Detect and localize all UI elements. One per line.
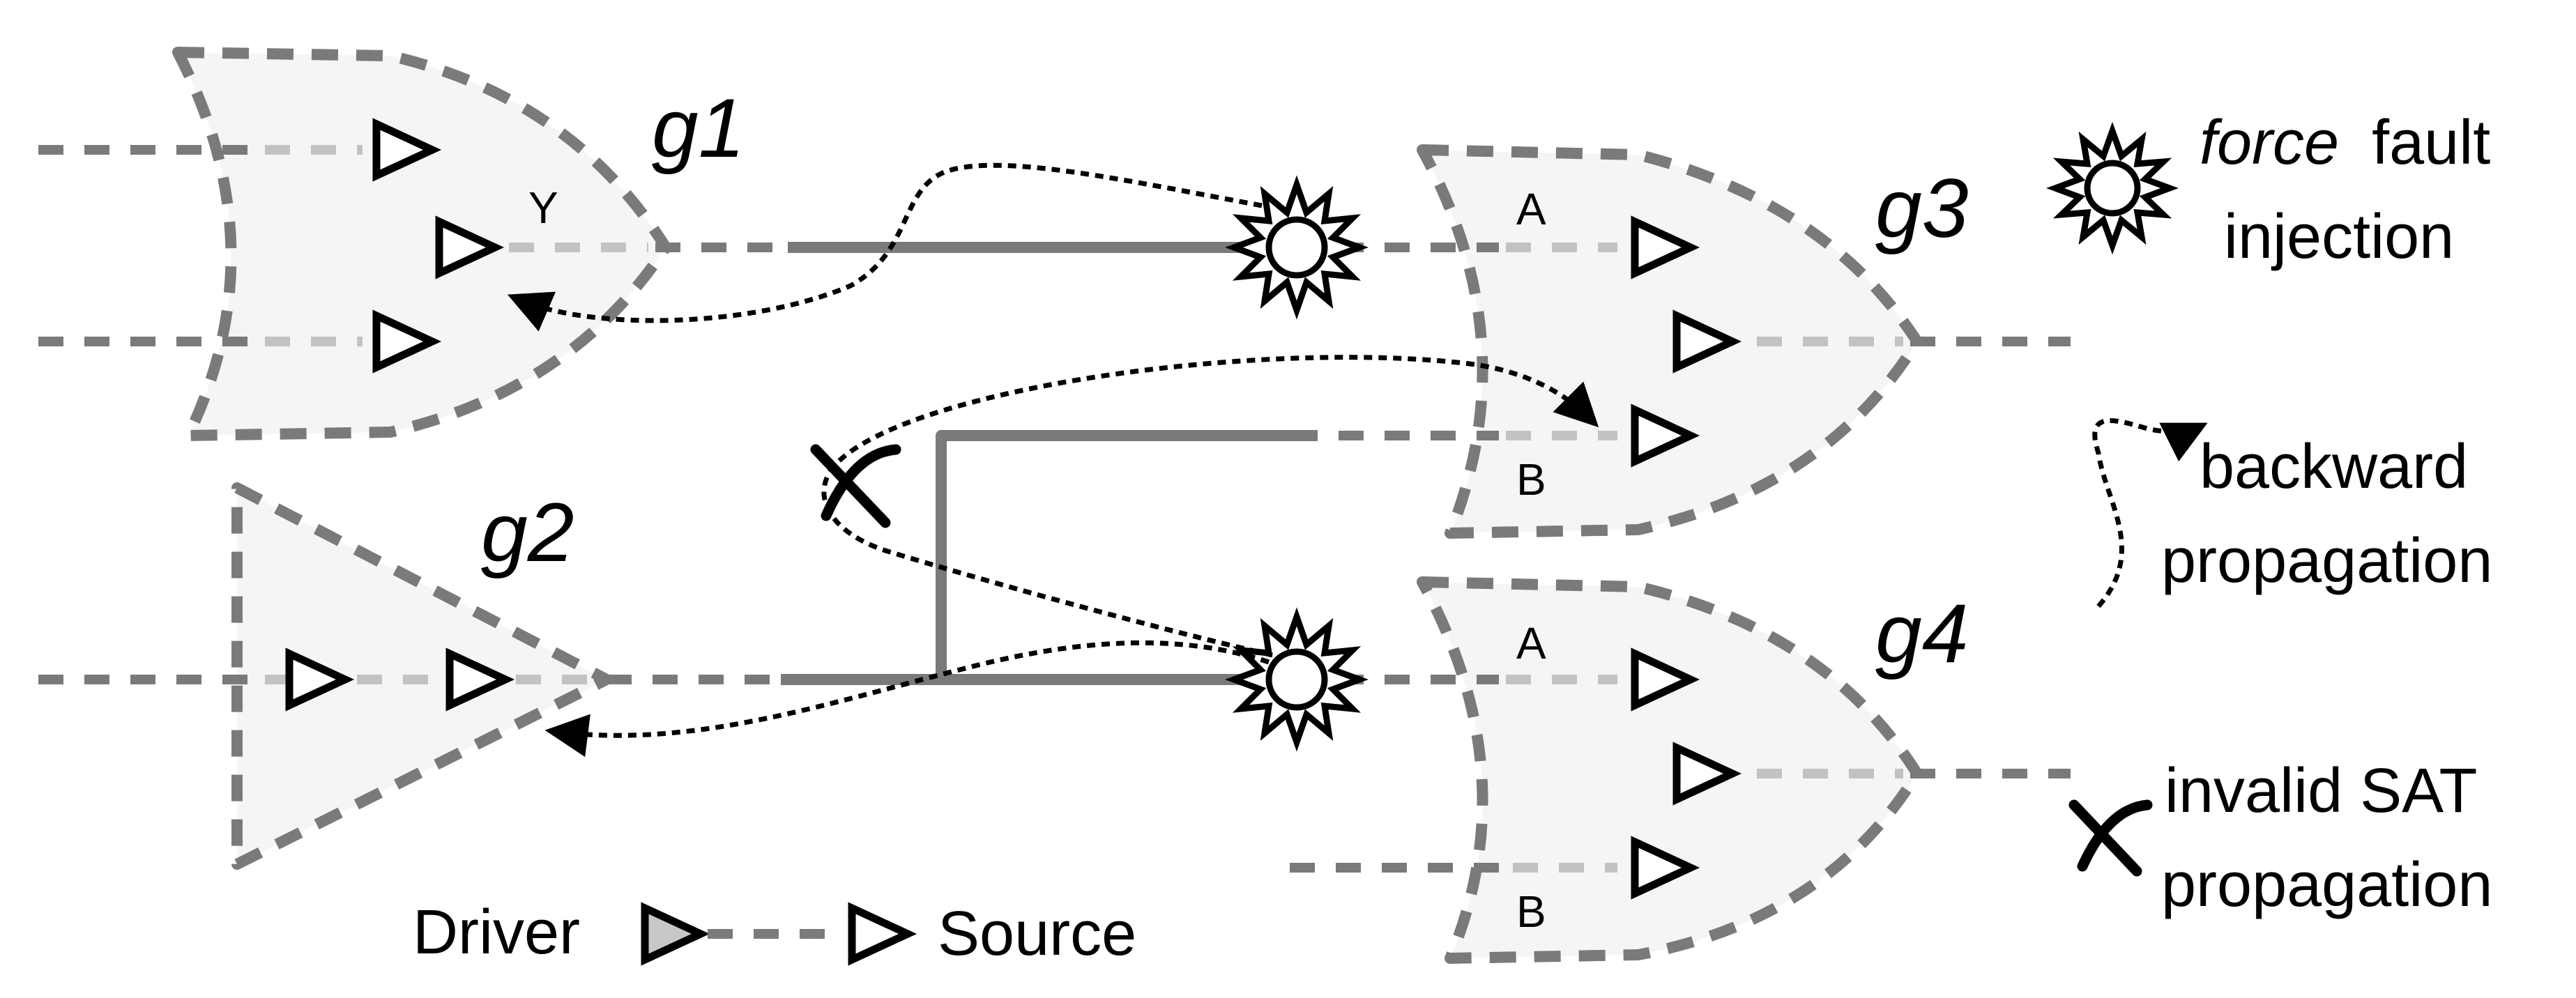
g3-output-pin-icon [1672, 309, 1742, 374]
g1-input-bottom-pin-icon [372, 309, 442, 374]
invalid-sat-marker-on-path [810, 444, 901, 528]
g3-input-a-pin-icon [1631, 215, 1700, 279]
g3-input-b-label: B [1516, 454, 1546, 505]
legend-force-rest: fault [2372, 108, 2490, 178]
g2-label: g2 [481, 486, 574, 579]
gate-g1-body [172, 47, 671, 441]
fault-injection-1 [1224, 175, 1369, 320]
legend-invalid-line2: propagation [2161, 850, 2492, 920]
cross-mark-icon [810, 444, 891, 528]
legend-source-pin-icon [848, 902, 917, 966]
backward-propagation-to-g1 [507, 162, 1263, 332]
g4-input-a-label: A [1516, 618, 1546, 668]
legend-force-line1: force fault [2200, 108, 2490, 178]
g4-input-b-pin-icon [1631, 836, 1700, 900]
invalid-propagation-path [821, 355, 1599, 658]
g1-label: g1 [652, 82, 745, 175]
g1-output-pin-label: Y [528, 183, 558, 233]
g4-input-a-pin-icon [1631, 647, 1700, 712]
interconnect [607, 242, 1499, 685]
gate-g3: A B g3 [1417, 144, 2071, 539]
g4-label: g4 [1875, 587, 1968, 680]
legend-force-italic: force [2200, 108, 2339, 178]
backward-propagation-to-g2 [544, 640, 1270, 758]
legend-source-label: Source [938, 899, 1136, 969]
gate-g4: A B g4 [1290, 576, 2071, 964]
legend-force-line2: injection [2224, 202, 2454, 272]
g2-input-pin-icon [285, 647, 355, 712]
legend-backward-line1: backward [2200, 432, 2468, 502]
cross-mark-icon [2068, 799, 2142, 877]
gate-g1: Y g1 [38, 47, 745, 441]
fault-core [1265, 216, 1328, 279]
gate-g3-body [1417, 144, 1923, 539]
legend-driver-pin-icon [641, 902, 710, 966]
fault-core [2084, 160, 2141, 217]
fault-core [1265, 648, 1328, 711]
legend-force-fault: force fault injection [2046, 108, 2490, 272]
g1-output-pin-icon [435, 215, 505, 279]
fault-injection-2 [1224, 607, 1369, 752]
legend-backward-propagation: backward propagation [2092, 418, 2492, 608]
g4-output-pin-icon [1672, 742, 1742, 806]
cross-mark-icon-curve [821, 444, 901, 521]
gate-g2: g2 [38, 482, 612, 870]
legend: force fault injection backward propagati… [413, 108, 2492, 969]
g4-input-b-label: B [1516, 886, 1546, 937]
legend-invalid-line1: invalid SAT [2165, 756, 2478, 826]
propagation-paths [507, 162, 1599, 758]
g3-input-b-pin-icon [1631, 404, 1700, 468]
legend-driver-label: Driver [413, 898, 580, 967]
legend-invalid-sat: invalid SAT propagation [2068, 756, 2492, 920]
cross-mark-icon-curve [2077, 799, 2153, 872]
g2-output-pin-icon [445, 647, 515, 712]
legend-backward-arrow-icon [2092, 418, 2208, 608]
gate-g4-body [1417, 576, 1923, 964]
wire-branch-to-g3b-solid [936, 430, 1318, 680]
g3-input-a-label: A [1516, 184, 1546, 234]
legend-driver-source: Driver Source [413, 898, 1136, 969]
g3-label: g3 [1875, 162, 1968, 255]
legend-backward-line2: propagation [2161, 526, 2492, 596]
g1-input-top-pin-icon [372, 118, 442, 182]
